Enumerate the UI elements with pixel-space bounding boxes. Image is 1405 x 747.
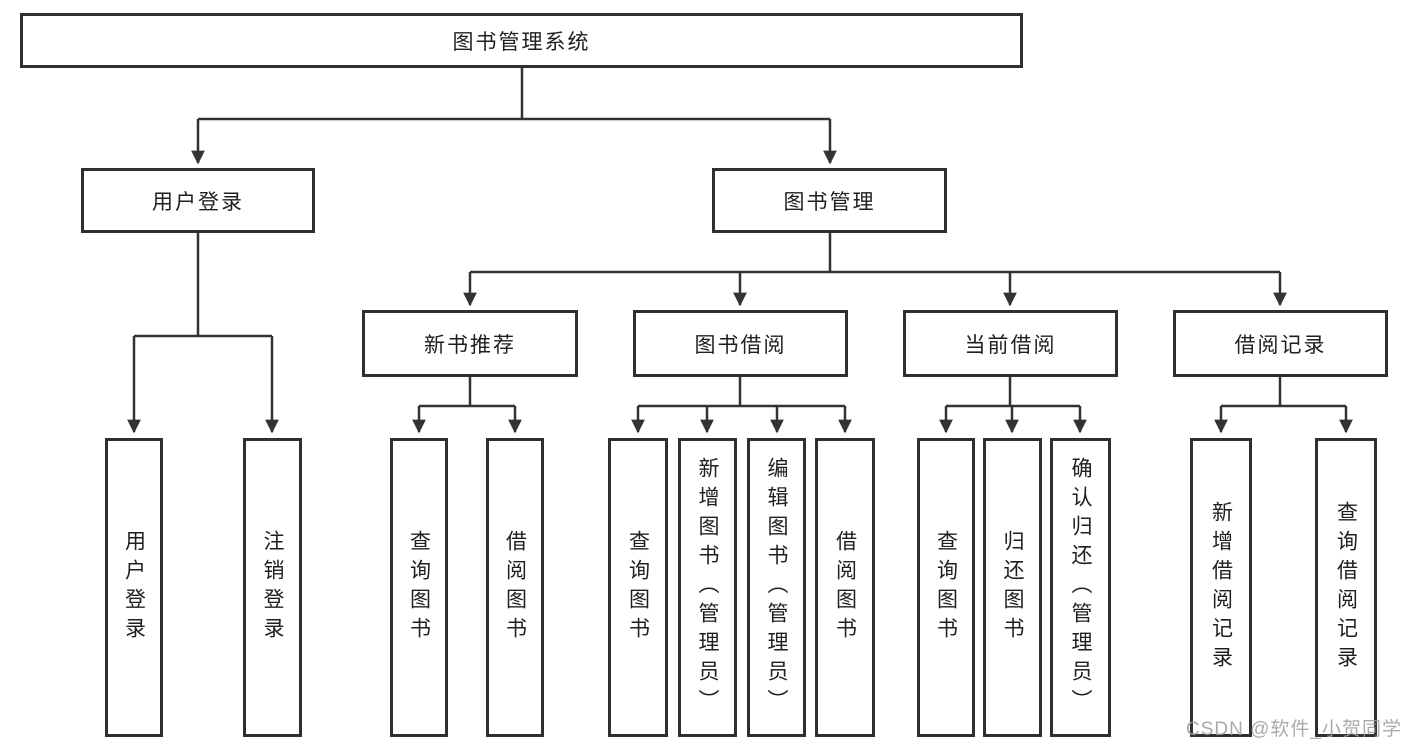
leaf-logout: 注销登录 — [243, 438, 302, 737]
node-root-label: 图书管理系统 — [452, 30, 591, 54]
leaf-recommend-query-books: 查询图书 — [390, 438, 448, 737]
leaf-borrow-books: 借阅图书 — [815, 438, 875, 737]
leaf-return-books: 归还图书 — [983, 438, 1042, 737]
node-new-book-recommend: 新书推荐 — [362, 310, 578, 377]
node-current-borrow: 当前借阅 — [903, 310, 1118, 377]
csdn-watermark: CSDN @软件_小贺同学 — [1186, 719, 1402, 740]
leaf-add-books-admin-label: 新增图书（管理员） — [696, 457, 719, 718]
leaf-add-books-admin: 新增图书（管理员） — [678, 438, 737, 737]
node-book-management-label: 图书管理 — [783, 190, 876, 214]
leaf-add-borrow-record-label: 新增借阅记录 — [1209, 500, 1233, 675]
leaf-query-borrow-record: 查询借阅记录 — [1315, 438, 1377, 737]
leaf-borrow-books-label: 借阅图书 — [833, 529, 857, 646]
node-current-borrow-label: 当前借阅 — [964, 333, 1057, 357]
node-book-borrow-label: 图书借阅 — [694, 333, 787, 357]
node-book-management: 图书管理 — [712, 168, 947, 233]
leaf-confirm-return-admin-label: 确认归还（管理员） — [1069, 457, 1092, 718]
leaf-query-borrow-record-label: 查询借阅记录 — [1334, 500, 1358, 675]
node-new-book-recommend-label: 新书推荐 — [424, 333, 516, 357]
node-borrow-records-label: 借阅记录 — [1234, 333, 1327, 357]
leaf-logout-label: 注销登录 — [261, 529, 284, 646]
leaf-borrow-query-books-label: 查询图书 — [626, 529, 650, 646]
leaf-recommend-borrow-books-label: 借阅图书 — [503, 529, 527, 646]
node-root: 图书管理系统 — [20, 13, 1023, 68]
leaf-confirm-return-admin: 确认归还（管理员） — [1050, 438, 1111, 737]
node-book-borrow: 图书借阅 — [633, 310, 848, 377]
leaf-edit-books-admin-label: 编辑图书（管理员） — [765, 457, 788, 718]
leaf-edit-books-admin: 编辑图书（管理员） — [747, 438, 806, 737]
leaf-borrow-query-books: 查询图书 — [608, 438, 668, 737]
node-user-login-label: 用户登录 — [152, 190, 244, 214]
leaf-add-borrow-record: 新增借阅记录 — [1190, 438, 1252, 737]
leaf-user-login-label: 用户登录 — [122, 529, 146, 646]
leaf-recommend-query-books-label: 查询图书 — [407, 529, 431, 646]
node-user-login: 用户登录 — [81, 168, 315, 233]
leaf-recommend-borrow-books: 借阅图书 — [486, 438, 544, 737]
leaf-user-login: 用户登录 — [105, 438, 163, 737]
leaf-return-books-label: 归还图书 — [1001, 529, 1024, 646]
leaf-current-query-books-label: 查询图书 — [934, 529, 958, 646]
node-borrow-records: 借阅记录 — [1173, 310, 1388, 377]
leaf-current-query-books: 查询图书 — [917, 438, 975, 737]
